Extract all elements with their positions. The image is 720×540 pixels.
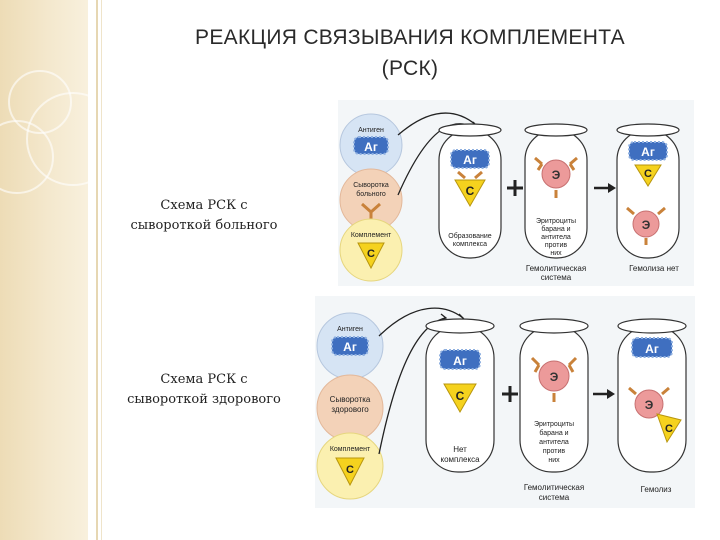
c-text: С <box>456 389 465 403</box>
ag-particle: Аг <box>353 136 389 155</box>
complement-label: Комплемент <box>351 232 392 239</box>
complement-triangle <box>335 457 365 487</box>
ag-particle: Аг <box>450 149 490 169</box>
ag-particle: Аг <box>631 337 673 358</box>
system-label-1: Гемолитическая <box>524 483 584 492</box>
erythrocyte-with-antibodies: Э <box>530 356 578 402</box>
erythrocyte-label-5: них <box>550 250 562 257</box>
erythrocyte-label-3: антитела <box>539 439 569 446</box>
ag-text: Аг <box>463 153 477 167</box>
slide-title: РЕАКЦИЯ СВЯЗЫВАНИЯ КОМПЛЕМЕНТА (РСК) <box>120 22 700 84</box>
complement-triangle <box>454 179 486 208</box>
complement-triangle <box>634 164 662 187</box>
erythrocyte-label-1: Эритроциты <box>536 218 576 225</box>
caption-healthy: Схема РСК с сывороткой здорового <box>104 370 304 410</box>
complex-label-1: Образование <box>448 232 491 240</box>
complement-triangle <box>443 383 477 414</box>
caption-line: сывороткой больного <box>130 218 278 233</box>
diagram-patient: Антиген Аг Сыворотка больного Комплемент… <box>338 100 694 286</box>
antigen-label: Антиген <box>337 326 363 333</box>
system-label-2: система <box>541 273 572 282</box>
caption-line: Схема РСК с <box>160 372 248 387</box>
plus-icon <box>502 386 518 402</box>
arrow-right-icon <box>593 389 615 399</box>
strip-border <box>96 0 98 540</box>
arrow-right-icon <box>594 183 616 193</box>
complement-triangle <box>357 242 385 270</box>
e-text: Э <box>550 370 559 384</box>
e-text: Э <box>645 398 654 412</box>
erythrocyte-label-4: против <box>543 448 566 455</box>
erythrocyte-with-antibodies: Э <box>628 386 670 419</box>
ag-text: Аг <box>645 342 659 356</box>
erythrocyte-with-antibodies: Э <box>534 156 578 198</box>
ag-particle: Аг <box>628 141 668 161</box>
serum-label-2: здорового <box>331 405 369 414</box>
complex-label-2: комплекса <box>453 241 487 248</box>
erythrocyte-label-4: против <box>545 242 568 249</box>
plus-icon <box>507 180 523 196</box>
serum-label-1: Сыворотка <box>353 182 389 189</box>
result-label: Гемолиз <box>641 485 672 494</box>
title-line-1: РЕАКЦИЯ СВЯЗЫВАНИЯ КОМПЛЕМЕНТА <box>195 26 625 49</box>
ag-particle: Аг <box>439 349 481 370</box>
erythrocyte-with-antibodies: Э <box>626 206 666 245</box>
ag-particle: Аг <box>331 336 369 356</box>
ag-text: Аг <box>641 145 655 159</box>
c-text: С <box>346 464 354 476</box>
serum-label-2: больного <box>356 190 386 198</box>
complement-triangle <box>656 413 682 444</box>
system-label-1: Гемолитическая <box>526 264 586 273</box>
erythrocyte-label-2: барана и <box>541 225 570 233</box>
caption-line: Схема РСК с <box>160 198 248 213</box>
test-tube <box>616 123 680 259</box>
erythrocyte-label-1: Эритроциты <box>534 421 574 428</box>
diagram-healthy: Антиген Аг Сыворотка здорового Комплемен… <box>315 296 695 508</box>
complement-label: Комплемент <box>330 446 371 453</box>
erythrocyte-label-3: антитела <box>541 234 571 241</box>
ag-text: Аг <box>453 354 467 368</box>
complex-label-2: комплекса <box>440 455 480 464</box>
c-text: С <box>466 184 475 198</box>
caption-patient: Схема РСК с сывороткой больного <box>104 196 304 236</box>
e-text: Э <box>642 218 651 232</box>
erythrocyte-label-5: них <box>548 457 560 464</box>
caption-line: сывороткой здорового <box>127 392 281 407</box>
ag-text: Аг <box>343 340 357 354</box>
e-text: Э <box>552 168 561 182</box>
c-text: С <box>644 168 652 180</box>
strip-border <box>101 0 102 540</box>
title-line-2: (РСК) <box>381 57 439 80</box>
ag-text: Аг <box>364 140 378 154</box>
decorative-side-strip <box>0 0 120 540</box>
complex-label-1: Нет <box>453 445 467 454</box>
erythrocyte-label-2: барана и <box>539 429 568 437</box>
result-label: Гемолиза нет <box>629 264 679 273</box>
c-text: С <box>367 248 375 260</box>
system-label-2: система <box>539 493 570 502</box>
antibody-icon <box>457 170 483 180</box>
serum-label-1: Сыворотка <box>330 395 371 404</box>
c-text: С <box>665 423 673 435</box>
antigen-label: Антиген <box>358 127 384 134</box>
